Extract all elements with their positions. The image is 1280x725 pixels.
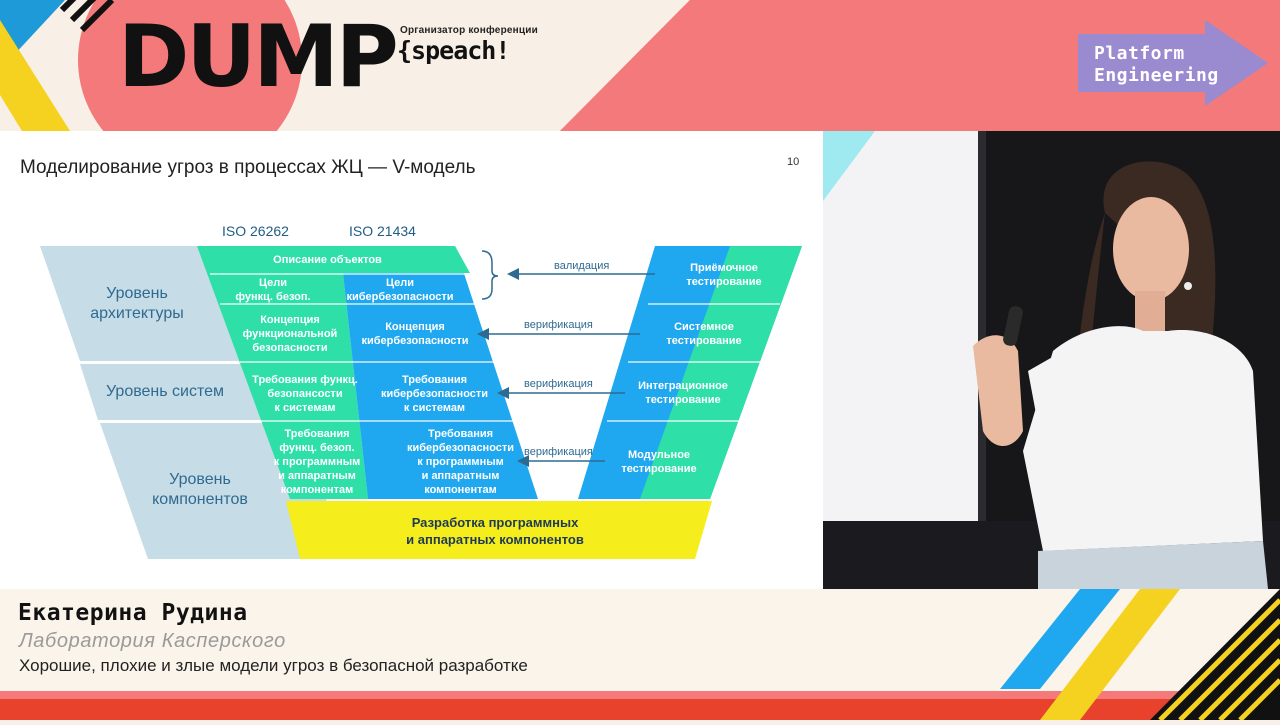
validation-brace (481, 250, 499, 300)
cell-acceptance-testing: Приёмочное тестирование (668, 261, 780, 289)
cell-safety-system-reqs-line3: к системам (274, 402, 336, 414)
cell-safety-component-reqs-line5: компонентам (280, 484, 354, 496)
track-badge-line1: Platform (1094, 43, 1185, 64)
arrow-label-verification-3: верификация (524, 446, 593, 458)
cell-system-testing-line1: Системное (674, 321, 734, 333)
cell-integration-testing-line1: Интеграционное (638, 380, 728, 392)
cell-module-testing-line1: Модульное (627, 449, 691, 461)
speaker-name: Екатерина Рудина (18, 600, 248, 626)
cell-module-testing-line2: тестирование (621, 463, 697, 475)
development-label: Разработка программных и аппаратных комп… (360, 514, 630, 548)
event-logo: DUMP (118, 7, 399, 107)
level-label-components-line1: Уровень (169, 471, 231, 488)
cell-module-testing: Модульное тестирование (603, 448, 715, 476)
development-band (286, 501, 712, 559)
cell-safety-component-reqs: Требования функц. безоп. к программным и… (262, 427, 372, 497)
cell-safety-goals-line1: Цели (258, 277, 288, 289)
cell-cyber-component-reqs-line4: и аппаратным (421, 470, 500, 482)
arrow-label-verification-1: верификация (524, 319, 593, 331)
organizer-logo: {speach! (397, 36, 510, 65)
cell-cyber-goals-line2: кибербезопасности (346, 291, 454, 303)
cell-cyber-system-reqs-line1: Требования (401, 374, 468, 386)
header-decoration (0, 0, 1280, 131)
cell-acceptance-testing-line1: Приёмочное (690, 262, 758, 274)
level-band-components (100, 423, 330, 559)
level-label-components: Уровень компонентов (135, 470, 265, 510)
arrow-label-validation: валидация (554, 260, 610, 272)
lower-third (0, 589, 1280, 722)
cell-safety-system-reqs-line1: Требования функц. (252, 374, 358, 386)
lower-third-decoration (0, 589, 1280, 722)
slide-page-number: 10 (787, 156, 800, 168)
cell-safety-goals: Цели функц. безоп. (218, 276, 328, 304)
cell-acceptance-testing-line2: тестирование (686, 276, 762, 288)
cell-safety-concept-line3: безопасности (252, 342, 328, 354)
arrow-label-verification-2: верификация (524, 378, 593, 390)
cell-cyber-system-reqs-line3: к системам (403, 402, 466, 414)
cell-safety-concept: Концепция функциональной безопасности (235, 313, 345, 355)
objects-row (197, 246, 470, 273)
cell-system-testing-line2: тестирование (666, 335, 742, 347)
cell-cyber-component-reqs-line5: компонентам (424, 484, 497, 496)
talk-title: Хорошие, плохие и злые модели угроз в бе… (19, 656, 528, 675)
development-label-line2: и аппаратных компонентов (406, 532, 584, 547)
cell-cyber-system-reqs-line2: кибербезопасности (380, 388, 489, 400)
cell-safety-component-reqs-line2: функц. безоп. (279, 442, 355, 454)
cell-safety-concept-line1: Концепция (260, 314, 320, 326)
v-model-diagram (40, 246, 802, 559)
cell-cyber-goals-line1: Цели (385, 277, 415, 289)
cell-cyber-concept-line1: Концепция (385, 321, 445, 333)
presentation-slide: Моделирование угроз в процессах ЖЦ — V-м… (0, 131, 823, 589)
cell-safety-component-reqs-line3: к программным (273, 456, 361, 468)
level-label-components-line2: компонентов (152, 491, 248, 508)
cell-safety-concept-line2: функциональной (242, 328, 338, 340)
cyber-column (340, 246, 538, 499)
cell-cyber-system-reqs: Требования кибербезопасности к системам (372, 373, 497, 415)
cell-cyber-concept: Концепция кибербезопасности (355, 320, 475, 348)
level-label-systems: Уровень систем (105, 383, 225, 400)
cell-safety-goals-line2: функц. безоп. (235, 291, 311, 303)
cell-integration-testing-line2: тестирование (645, 394, 721, 406)
cell-safety-component-reqs-line4: и аппаратным (278, 470, 356, 482)
level-label-architecture-line1: Уровень (106, 285, 168, 302)
standard-iso-26262: ISO 26262 (222, 223, 289, 239)
development-label-line1: Разработка программных (411, 515, 579, 530)
conference-header: DUMP Организатор конференции {speach! Pl… (0, 0, 1280, 131)
cell-cyber-concept-line2: кибербезопасности (361, 335, 469, 347)
cell-cyber-component-reqs: Требования кибербезопасности к программн… (398, 427, 523, 497)
cell-safety-system-reqs-line2: безопансости (267, 388, 343, 400)
cell-cyber-component-reqs-line1: Требования (427, 428, 494, 440)
standard-iso-21434: ISO 21434 (349, 223, 416, 239)
track-badge-line2: Engineering (1094, 65, 1219, 86)
cell-object-description: Описание объектов (273, 254, 382, 266)
cell-cyber-goals: Цели кибербезопасности (340, 276, 460, 304)
cell-cyber-component-reqs-line3: к программным (417, 456, 504, 468)
cell-safety-component-reqs-line1: Требования (284, 428, 350, 440)
cell-integration-testing: Интеграционное тестирование (627, 379, 739, 407)
organizer-label: Организатор конференции (400, 25, 538, 36)
safety-column (197, 246, 368, 499)
speaker-company: Лаборатория Касперского (19, 630, 286, 652)
track-badge: Platform Engineering (1094, 43, 1224, 87)
testing-column-accent (640, 246, 802, 499)
cell-cyber-component-reqs-line2: кибербезопасности (406, 442, 515, 454)
cell-safety-system-reqs: Требования функц. безопансости к система… (245, 373, 365, 415)
level-label-architecture: Уровень архитектуры (72, 284, 202, 324)
slide-title: Моделирование угроз в процессах ЖЦ — V-м… (20, 157, 476, 178)
cell-system-testing: Системное тестирование (648, 320, 760, 348)
level-label-architecture-line2: архитектуры (90, 305, 184, 322)
speaker-photo (823, 131, 1280, 589)
